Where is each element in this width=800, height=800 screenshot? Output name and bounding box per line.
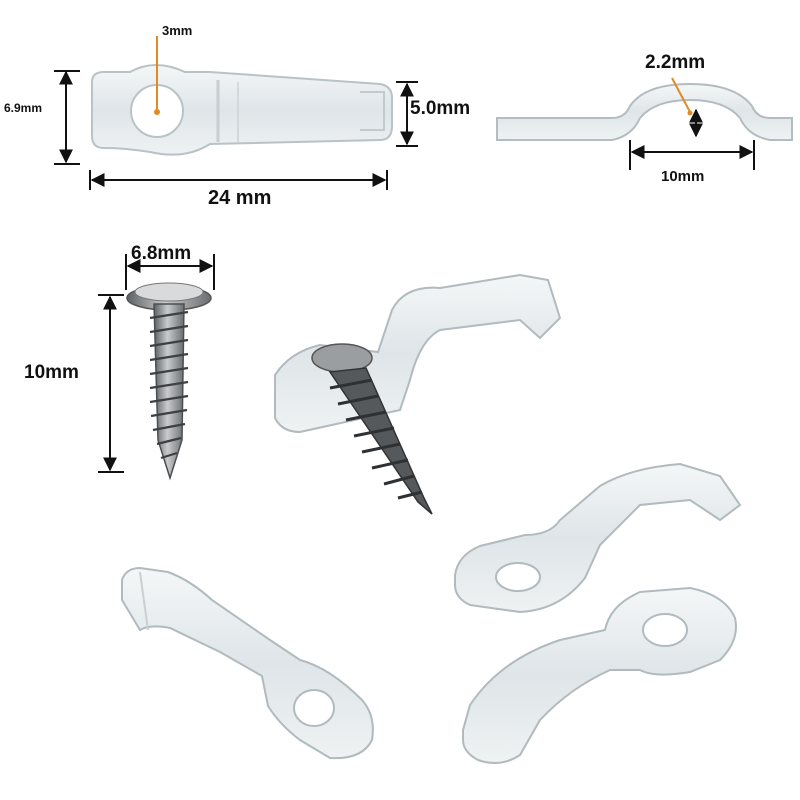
screw-length-label: 10mm (24, 362, 79, 383)
clip-length-label: 24 mm (208, 187, 272, 209)
clip-lower-left (121, 566, 374, 760)
hole-diameter-label: 3mm (162, 23, 193, 38)
screw-illustration (126, 282, 212, 481)
clip-lower-right-upper (454, 462, 742, 614)
clip-side-dimension-lines (629, 108, 755, 170)
strip-width-label: 5.0mm (410, 98, 471, 119)
clip-height-label: 6.9mm (4, 101, 43, 115)
arch-pointer-line (671, 77, 691, 113)
clip-top-dimension-lines (54, 70, 418, 190)
arch-height-label: 2.2mm (645, 52, 706, 73)
clip-top-view (91, 36, 393, 156)
clip-side-view (496, 77, 793, 141)
clip-lower-right-lower (462, 586, 737, 765)
screw-head-label: 6.8mm (131, 243, 192, 264)
clip-with-screw (274, 273, 562, 515)
screw-dimension-lines (98, 254, 215, 473)
arch-width-label: 10mm (661, 168, 705, 185)
